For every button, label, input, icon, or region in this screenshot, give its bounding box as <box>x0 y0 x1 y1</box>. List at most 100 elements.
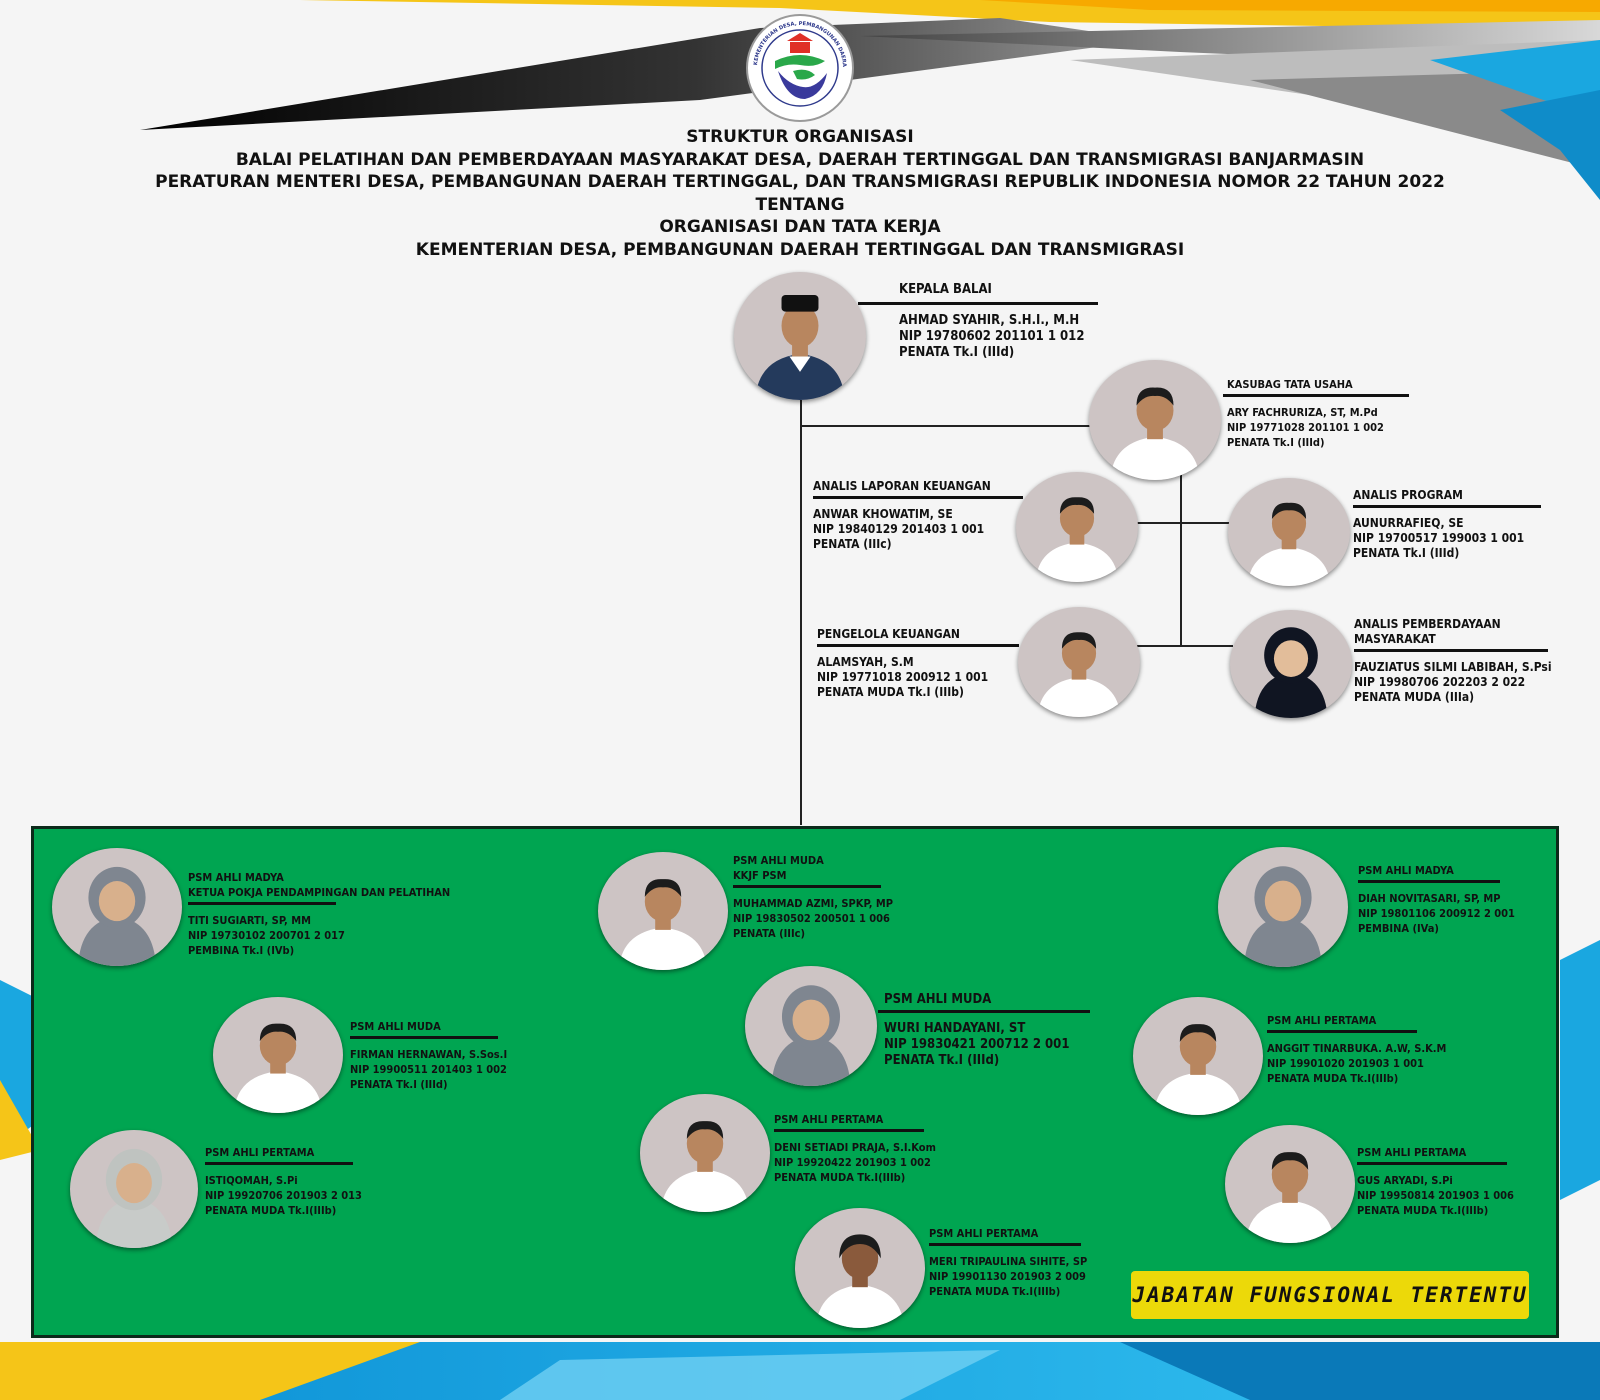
person-name: ANGGIT TINARBUKA. A.W, S.K.M <box>1267 1042 1447 1055</box>
person-nip: NIP 19920422 201903 1 002 <box>774 1156 931 1169</box>
staff-row1-connector <box>1130 522 1230 524</box>
person-rank: PEMBINA Tk.I (IVb) <box>188 944 295 957</box>
title-line-3: PERATURAN MENTERI DESA, PEMBANGUNAN DAER… <box>155 172 1445 192</box>
person-name: AUNURRAFIEQ, SE <box>1353 516 1464 530</box>
avatar <box>1018 607 1140 717</box>
position-title: KASUBAG TATA USAHA <box>1227 378 1353 391</box>
divider <box>774 1129 924 1132</box>
staff-card-wuri-handayani: PSM AHLI MUDA WURI HANDAYANI, ST NIP 198… <box>878 992 1090 1069</box>
position-subtitle: KKJF PSM <box>733 869 787 882</box>
person-rank: PENATA MUDA Tk.I (IIIb) <box>817 685 964 699</box>
person-rank: PEMBINA (IVa) <box>1358 922 1439 935</box>
portrait-silhouette <box>660 1121 750 1212</box>
title-line-4: TENTANG <box>755 194 845 215</box>
person-nip: NIP 19901020 201903 1 001 <box>1267 1057 1424 1070</box>
staff-card-diah-novitasari: PSM AHLI MADYA DIAH NOVITASARI, SP, MP N… <box>1358 863 1515 936</box>
position-title: PSM AHLI MADYA <box>1358 864 1454 877</box>
divider <box>858 302 1098 305</box>
main-vertical-connector <box>800 395 802 825</box>
avatar <box>1089 360 1221 480</box>
staff-card-istiqomah: PSM AHLI PERTAMA ISTIQOMAH, S.Pi NIP 199… <box>205 1145 362 1218</box>
person-nip: NIP 19920706 201903 2 013 <box>205 1189 362 1202</box>
person-nip: NIP 19830421 200712 2 001 <box>884 1037 1070 1052</box>
person-nip: NIP 19840129 201403 1 001 <box>813 522 985 536</box>
divider <box>1353 505 1541 508</box>
position-title: PSM AHLI MADYA <box>188 871 284 884</box>
person-nip: NIP 19730102 200701 2 017 <box>188 929 345 942</box>
person-rank: PENATA MUDA (IIIa) <box>1354 690 1475 704</box>
title-line-1: STRUKTUR ORGANISASI <box>686 127 914 147</box>
staff-card-firman-hernawan: PSM AHLI MUDA FIRMAN HERNAWAN, S.Sos.I N… <box>350 1019 507 1092</box>
avatar <box>213 997 343 1113</box>
avatar <box>1133 997 1263 1115</box>
person-name: AHMAD SYAHIR, S.H.I., M.H <box>899 313 1080 328</box>
position-title: PSM AHLI PERTAMA <box>205 1146 315 1159</box>
avatar <box>1230 610 1352 718</box>
person-rank: PENATA (IIIc) <box>733 927 806 940</box>
person-nip: NIP 19950814 201903 1 006 <box>1357 1189 1514 1202</box>
person-rank: PENATA Tk.I (IIId) <box>1353 546 1460 560</box>
avatar <box>734 272 866 400</box>
divider <box>929 1243 1081 1246</box>
portrait-silhouette <box>1035 497 1119 582</box>
title-line-2: BALAI PELATIHAN DAN PEMBERDAYAAN MASYARA… <box>235 149 1365 170</box>
divider <box>813 496 1023 499</box>
position-title-line2: MASYARAKAT <box>1354 632 1436 646</box>
divider <box>205 1162 353 1165</box>
person-name: FIRMAN HERNAWAN, S.Sos.I <box>350 1048 508 1061</box>
person-nip: NIP 19900511 201403 1 002 <box>350 1063 507 1076</box>
portrait-silhouette <box>95 1148 173 1248</box>
person-name: ANWAR KHOWATIM, SE <box>813 507 953 521</box>
staff-card-pengelola-keuangan: PENGELOLA KEUANGAN ALAMSYAH, S.M NIP 197… <box>817 627 1019 700</box>
staff-card-deni-setiadi-praja: PSM AHLI PERTAMA DENI SETIADI PRAJA, S.I… <box>774 1112 936 1185</box>
staff-card-titi-sugiarti: PSM AHLI MADYA KETUA POKJA PENDAMPINGAN … <box>188 870 450 958</box>
portrait-silhouette <box>771 985 851 1086</box>
position-title: PSM AHLI PERTAMA <box>774 1113 884 1126</box>
person-name: GUS ARYADI, S.Pi <box>1357 1174 1453 1187</box>
person-name: ALAMSYAH, S.M <box>817 655 914 669</box>
avatar <box>1016 472 1138 582</box>
person-name: MUHAMMAD AZMI, SPKP, MP <box>733 897 893 910</box>
avatar <box>598 852 728 970</box>
staff-row2-connector <box>1135 645 1233 647</box>
avatar <box>640 1094 770 1212</box>
divider <box>733 885 881 888</box>
avatar <box>795 1208 925 1328</box>
portrait-silhouette <box>1110 387 1200 480</box>
portrait-silhouette <box>233 1023 323 1113</box>
person-rank: PENATA MUDA Tk.I(IIIb) <box>1267 1072 1399 1085</box>
person-nip: NIP 19901130 201903 2 009 <box>929 1270 1086 1283</box>
title-line-6: KEMENTERIAN DESA, PEMBANGUNAN DAERAH TER… <box>415 239 1185 260</box>
person-name: ARY FACHRURIZA, ST, M.Pd <box>1227 406 1378 419</box>
position-title: ANALIS PROGRAM <box>1353 488 1463 502</box>
tu-vertical-connector <box>1180 475 1182 645</box>
staff-card-kasubag-tu: KASUBAG TATA USAHA ARY FACHRURIZA, ST, M… <box>1223 377 1409 450</box>
person-rank: PENATA MUDA Tk.I(IIIb) <box>774 1171 906 1184</box>
position-subtitle: KETUA POKJA PENDAMPINGAN DAN PELATIHAN <box>188 886 451 899</box>
position-title: PSM AHLI MUDA <box>733 854 824 867</box>
staff-card-kepala-balai: KEPALA BALAI AHMAD SYAHIR, S.H.I., M.H N… <box>858 282 1098 361</box>
position-title: PSM AHLI PERTAMA <box>929 1227 1039 1240</box>
person-rank: PENATA MUDA Tk.I(IIIb) <box>929 1285 1061 1298</box>
divider <box>350 1036 498 1039</box>
divider <box>1223 394 1409 397</box>
person-name: TITI SUGIARTI, SP, MM <box>188 914 311 927</box>
divider <box>1267 1030 1417 1033</box>
staff-card-meri-tripaulina-sihite: PSM AHLI PERTAMA MERI TRIPAULINA SIHITE,… <box>929 1226 1087 1299</box>
divider <box>1357 1162 1507 1165</box>
portrait-silhouette <box>1244 866 1322 967</box>
portrait-silhouette <box>1153 1024 1243 1115</box>
portrait-silhouette <box>1245 1152 1335 1243</box>
person-nip: NIP 19801106 200912 2 001 <box>1358 907 1515 920</box>
position-title: PSM AHLI PERTAMA <box>1357 1146 1467 1159</box>
person-rank: PENATA Tk.I (IIId) <box>350 1078 448 1091</box>
avatar <box>1225 1125 1355 1243</box>
divider <box>1354 649 1548 652</box>
person-name: DENI SETIADI PRAJA, S.I.Kom <box>774 1141 936 1154</box>
staff-card-anggit-tinarbuka: PSM AHLI PERTAMA ANGGIT TINARBUKA. A.W, … <box>1267 1013 1446 1086</box>
person-name: WURI HANDAYANI, ST <box>884 1021 1026 1036</box>
portrait-silhouette <box>1247 502 1331 586</box>
tu-horizontal-connector <box>800 425 1090 427</box>
divider <box>188 902 336 905</box>
